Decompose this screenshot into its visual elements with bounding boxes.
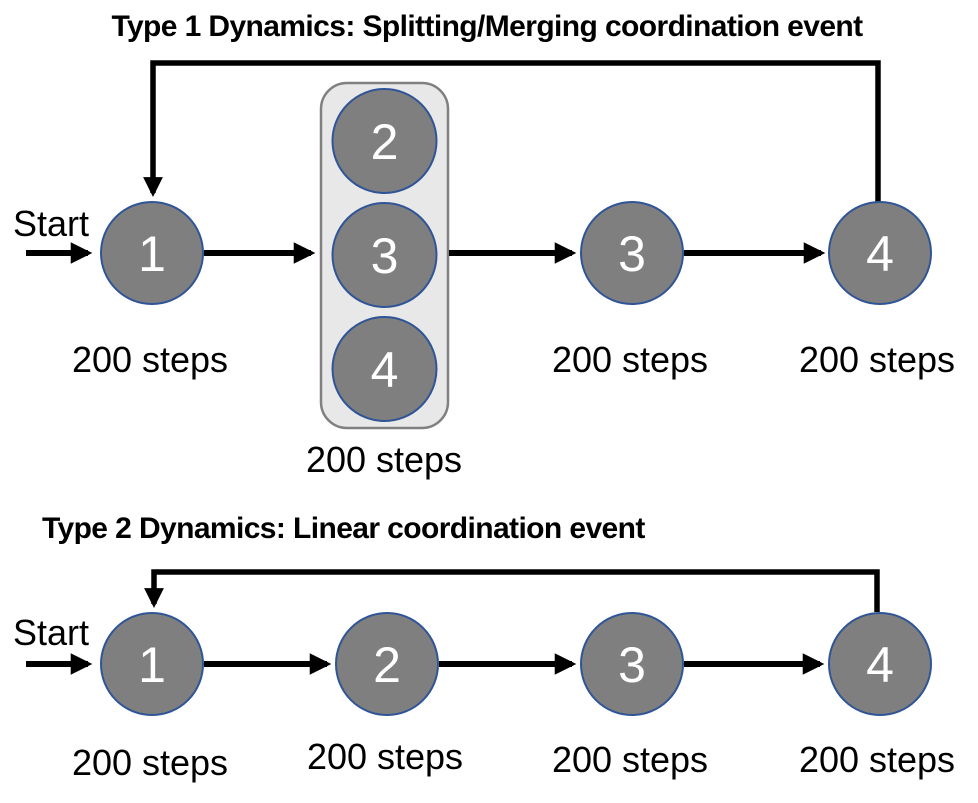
type2-node-4-steps-label: 200 steps [799,739,955,780]
type2-node-2-label: 2 [373,637,401,693]
type1-group-node-3-label: 3 [371,228,399,284]
type1-group-node-4-circle [331,316,438,422]
type2-node-4-circle [828,612,932,716]
type2-node-3-label: 3 [618,637,646,693]
type1-diagram: Type 1 Dynamics: Splitting/Merging coord… [13,10,955,480]
type2-node-3-steps-label: 200 steps [552,739,708,780]
type1-node-4-circle [828,201,932,305]
type1-group-node-2-circle [331,88,438,194]
type1-node-1-label: 1 [138,226,166,282]
type1-start-label: Start [13,203,89,244]
type1-node-3-steps-label: 200 steps [552,339,708,380]
type1-group-node-4-label: 4 [371,342,399,398]
type1-feedback-loop-arrow [143,60,881,202]
type2-node-2-circle [335,612,439,716]
type1-node-3-label: 3 [618,226,646,282]
type1-node-1-steps-label: 200 steps [72,339,228,380]
type1-group-steps-label: 200 steps [306,439,462,480]
type1-group-node-3-circle [331,202,438,308]
type2-title: Type 2 Dynamics: Linear coordination eve… [42,512,645,545]
type2-node-1-label: 1 [138,637,166,693]
type1-node-4-steps-label: 200 steps [799,339,955,380]
type2-diagram: Type 2 Dynamics: Linear coordination eve… [13,512,955,783]
type2-node-1-circle [100,612,204,716]
type1-node-4-label: 4 [866,226,894,282]
type1-group-node-2-label: 2 [371,114,399,170]
type2-start-label: Start [13,612,89,653]
type1-node-1-circle [100,201,204,305]
type1-node-3-circle [580,201,684,305]
type1-title: Type 1 Dynamics: Splitting/Merging coord… [111,10,863,43]
type2-node-1-steps-label: 200 steps [72,742,228,783]
type2-feedback-loop-arrow [144,569,880,612]
type2-node-3-circle [580,612,684,716]
type2-node-4-label: 4 [866,637,894,693]
type2-node-2-steps-label: 200 steps [307,736,463,777]
